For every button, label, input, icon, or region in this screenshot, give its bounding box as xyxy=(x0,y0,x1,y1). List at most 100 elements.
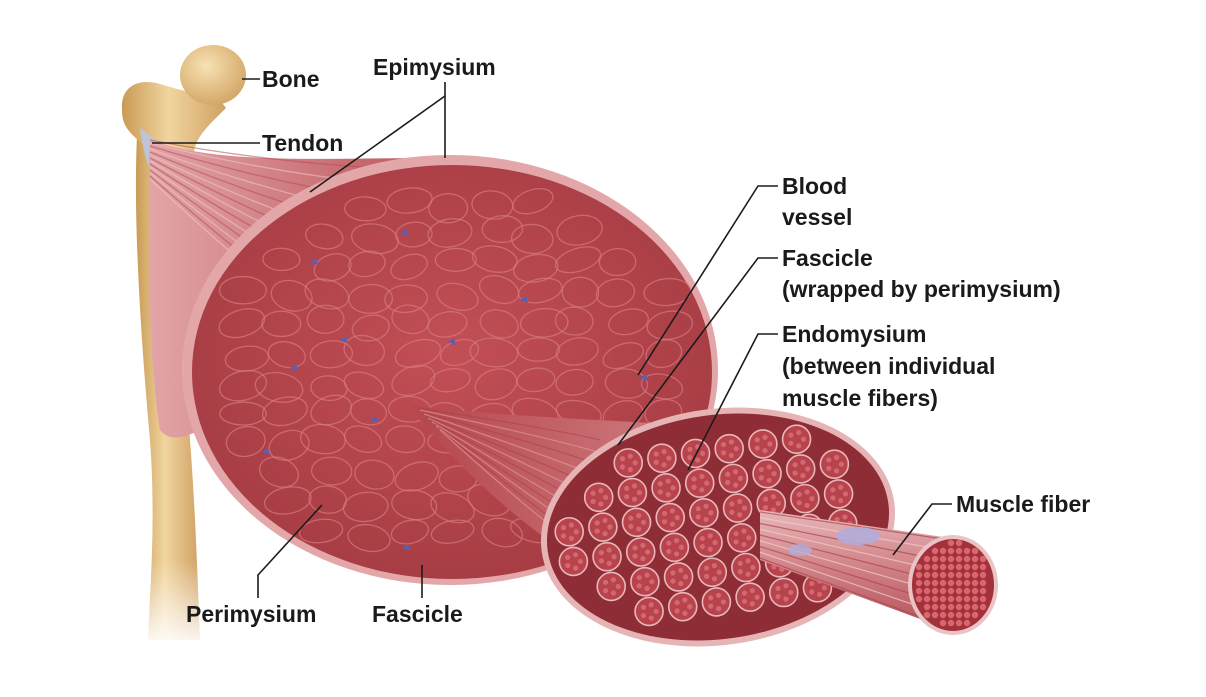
myofibril-dot xyxy=(932,548,938,554)
fiber-dot xyxy=(674,608,679,613)
muscle-fiber-cluster xyxy=(627,538,655,566)
fiber-dot xyxy=(569,522,574,527)
fiber-dot xyxy=(700,451,705,456)
fiber-dot xyxy=(628,524,633,529)
fiber-dot xyxy=(700,536,705,541)
fiber-dot xyxy=(590,499,595,504)
fiber-dot xyxy=(654,460,659,465)
muscle-fiber-cluster xyxy=(736,583,764,611)
fiber-dot xyxy=(662,519,667,524)
fiber-dot xyxy=(708,510,713,515)
myofibril-dot xyxy=(956,596,962,602)
fiber-dot xyxy=(624,494,629,499)
fiber-dot xyxy=(745,558,750,563)
fiber-dot xyxy=(574,529,579,534)
myofibril-dot xyxy=(924,612,930,618)
myofibril-dot xyxy=(972,612,978,618)
fiber-dot xyxy=(792,462,797,467)
fiber-dot xyxy=(775,586,780,591)
myofibril-dot xyxy=(924,580,930,586)
fiber-dot xyxy=(745,572,750,577)
fiber-dot xyxy=(746,535,751,540)
myofibril-dot xyxy=(956,612,962,618)
fiber-dot xyxy=(569,536,574,541)
fiber-dot xyxy=(674,600,679,605)
fiber-dot xyxy=(683,574,688,579)
myofibril-dot xyxy=(980,596,986,602)
fiber-dot xyxy=(658,481,663,486)
fiber-dot xyxy=(661,462,666,467)
fiber-dot xyxy=(755,445,760,450)
label-blood-vessel-2: vessel xyxy=(782,203,852,231)
myofibril-dot xyxy=(980,588,986,594)
myofibril-dot xyxy=(964,596,970,602)
fiber-dot xyxy=(607,547,612,552)
fiber-dot xyxy=(616,584,621,589)
fiber-dot xyxy=(712,563,717,568)
fiber-dot xyxy=(783,583,788,588)
muscle-fiber-cluster xyxy=(787,455,815,483)
fiber-dot xyxy=(607,524,612,529)
myofibril-dot xyxy=(956,564,962,570)
myofibril-dot xyxy=(956,580,962,586)
myofibril-dot xyxy=(940,556,946,562)
fiber-dot xyxy=(573,552,578,557)
fiber-dot xyxy=(750,565,755,570)
fiber-dot xyxy=(666,456,671,461)
fiber-dot xyxy=(682,611,687,616)
fiber-dot xyxy=(729,439,734,444)
fiber-dot xyxy=(641,613,646,618)
muscle-fiber-cluster xyxy=(724,494,752,522)
label-fascicle-right-2: (wrapped by perimysium) xyxy=(782,275,1061,303)
fiber-dot xyxy=(826,466,831,471)
muscle-fiber-cluster xyxy=(694,529,722,557)
fiber-dot xyxy=(788,432,793,437)
fiber-dot xyxy=(804,503,809,508)
myofibril-dot xyxy=(924,588,930,594)
myofibril-dot xyxy=(932,596,938,602)
myofibril-dot xyxy=(964,580,970,586)
muscle-fiber-cluster xyxy=(728,524,756,552)
fiber-dot xyxy=(755,437,760,442)
fiber-dot xyxy=(561,533,566,538)
muscle-fiber-cluster xyxy=(555,518,583,546)
myofibril-dot xyxy=(956,620,962,626)
fiber-dot xyxy=(776,501,781,506)
myofibril-dot xyxy=(948,588,954,594)
fiber-dot xyxy=(838,485,843,490)
fiber-dot xyxy=(721,599,726,604)
fiber-dot xyxy=(661,449,666,454)
fiber-dot xyxy=(792,470,797,475)
myofibril-dot xyxy=(980,572,986,578)
fiber-dot xyxy=(729,453,734,458)
fiber-dot xyxy=(598,488,603,493)
myofibril-dot xyxy=(972,548,978,554)
fiber-dot xyxy=(602,531,607,536)
label-blood-vessel-1: Blood xyxy=(782,172,847,200)
fiber-dot xyxy=(595,529,600,534)
fiber-dot xyxy=(708,595,713,600)
fiber-dot xyxy=(763,505,768,510)
muscle-fiber-cluster xyxy=(656,504,684,532)
fiber-dot xyxy=(624,486,629,491)
fiber-dot xyxy=(632,554,637,559)
fiber-dot xyxy=(738,569,743,574)
label-endomysium-3: muscle fibers) xyxy=(782,384,938,412)
myofibril-dot xyxy=(956,540,962,546)
myofibril-dot xyxy=(964,564,970,570)
label-endomysium-1: Endomysium xyxy=(782,320,926,348)
fiber-dot xyxy=(716,593,721,598)
myofibril-dot xyxy=(980,604,986,610)
myofibril-dot xyxy=(972,580,978,586)
fiber-dot xyxy=(682,597,687,602)
fiber-dot xyxy=(565,555,570,560)
myofibril-dot xyxy=(972,588,978,594)
muscle-fiber-cluster xyxy=(682,439,710,467)
fiber-dot xyxy=(742,591,747,596)
fiber-dot xyxy=(733,482,738,487)
muscle-fiber-cluster xyxy=(559,547,587,575)
fiber-dot xyxy=(695,457,700,462)
myofibril-dot xyxy=(916,596,922,602)
fiber-dot xyxy=(632,497,637,502)
fiber-dot xyxy=(704,566,709,571)
